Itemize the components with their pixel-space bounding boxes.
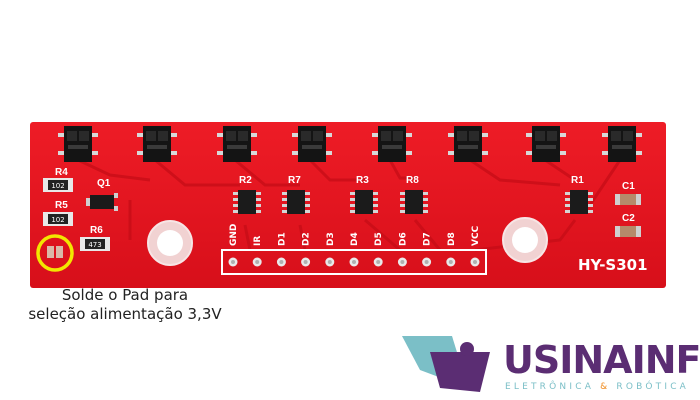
resistor-r4: 102 bbox=[43, 178, 73, 192]
pin-header: GND IR D1 D2 D3 D4 D5 D6 D7 D8 VCC bbox=[221, 224, 487, 275]
pin-label-d4: D4 bbox=[350, 232, 360, 246]
ir-sensor-7 bbox=[526, 126, 566, 162]
svg-text:102: 102 bbox=[51, 182, 64, 190]
solder-pad-3v3 bbox=[47, 246, 63, 258]
highlight-ring bbox=[36, 234, 74, 272]
ir-sensor-4 bbox=[292, 126, 332, 162]
pin-label-d6: D6 bbox=[398, 232, 408, 246]
label-r8: R8 bbox=[406, 175, 419, 186]
pin-label-d7: D7 bbox=[423, 232, 433, 246]
pin-label-d2: D2 bbox=[302, 232, 312, 246]
brand-tagline: ELETRÔNICA & ROBÓTICA bbox=[505, 382, 689, 392]
ir-sensor-3 bbox=[217, 126, 257, 162]
tagline-part-1: ELETRÔNICA bbox=[505, 382, 595, 392]
brand-name: USINAINFO bbox=[503, 338, 700, 382]
svg-text:473: 473 bbox=[88, 241, 101, 249]
resistor-network-r8 bbox=[400, 190, 428, 214]
caption-line-2: seleção alimentação 3,3V bbox=[28, 305, 222, 323]
ir-sensor-row bbox=[58, 126, 642, 162]
ir-sensor-2 bbox=[137, 126, 177, 162]
mounting-hole-right bbox=[502, 217, 548, 263]
tagline-ampersand: & bbox=[600, 382, 611, 392]
ir-sensor-5 bbox=[372, 126, 412, 162]
resistor-r6: 473 bbox=[80, 237, 110, 251]
pin-label-vcc: VCC bbox=[471, 225, 481, 246]
capacitor-c1 bbox=[615, 194, 641, 205]
label-r2: R2 bbox=[239, 175, 252, 186]
resistor-r5: 102 bbox=[43, 212, 73, 226]
label-q1: Q1 bbox=[97, 178, 111, 189]
ir-sensor-8 bbox=[602, 126, 642, 162]
label-r1: R1 bbox=[571, 175, 584, 186]
resistor-network-r2 bbox=[233, 190, 261, 214]
mounting-hole-left bbox=[147, 220, 193, 266]
capacitor-c2 bbox=[615, 226, 641, 237]
label-r6: R6 bbox=[90, 225, 103, 236]
pin-label-d8: D8 bbox=[447, 232, 457, 246]
label-r3: R3 bbox=[356, 175, 369, 186]
pin-label-gnd: GND bbox=[229, 224, 239, 246]
usinainfo-logo-mark bbox=[402, 336, 490, 392]
svg-text:102: 102 bbox=[51, 216, 64, 224]
resistor-network-r3 bbox=[350, 190, 378, 214]
pin-label-d5: D5 bbox=[374, 232, 384, 246]
label-r7: R7 bbox=[288, 175, 301, 186]
ir-sensor-6 bbox=[448, 126, 488, 162]
label-r5: R5 bbox=[55, 200, 68, 211]
caption-line-1: Solde o Pad para bbox=[61, 286, 189, 304]
resistor-networks: R2 R7 R3 R8 R1 bbox=[233, 175, 593, 214]
ir-sensor-1 bbox=[58, 126, 98, 162]
pin-label-d3: D3 bbox=[326, 232, 336, 246]
label-c2: C2 bbox=[622, 213, 635, 224]
resistor-network-r1 bbox=[565, 190, 593, 214]
tagline-part-2: ROBÓTICA bbox=[616, 382, 690, 392]
resistor-network-r7 bbox=[282, 190, 310, 214]
pin-label-ir: IR bbox=[253, 236, 263, 246]
pin-label-d1: D1 bbox=[277, 232, 287, 246]
board-model-label: HY-S301 bbox=[578, 256, 648, 274]
label-c1: C1 bbox=[622, 181, 635, 192]
transistor-q1 bbox=[86, 193, 118, 211]
label-r4: R4 bbox=[55, 167, 68, 178]
